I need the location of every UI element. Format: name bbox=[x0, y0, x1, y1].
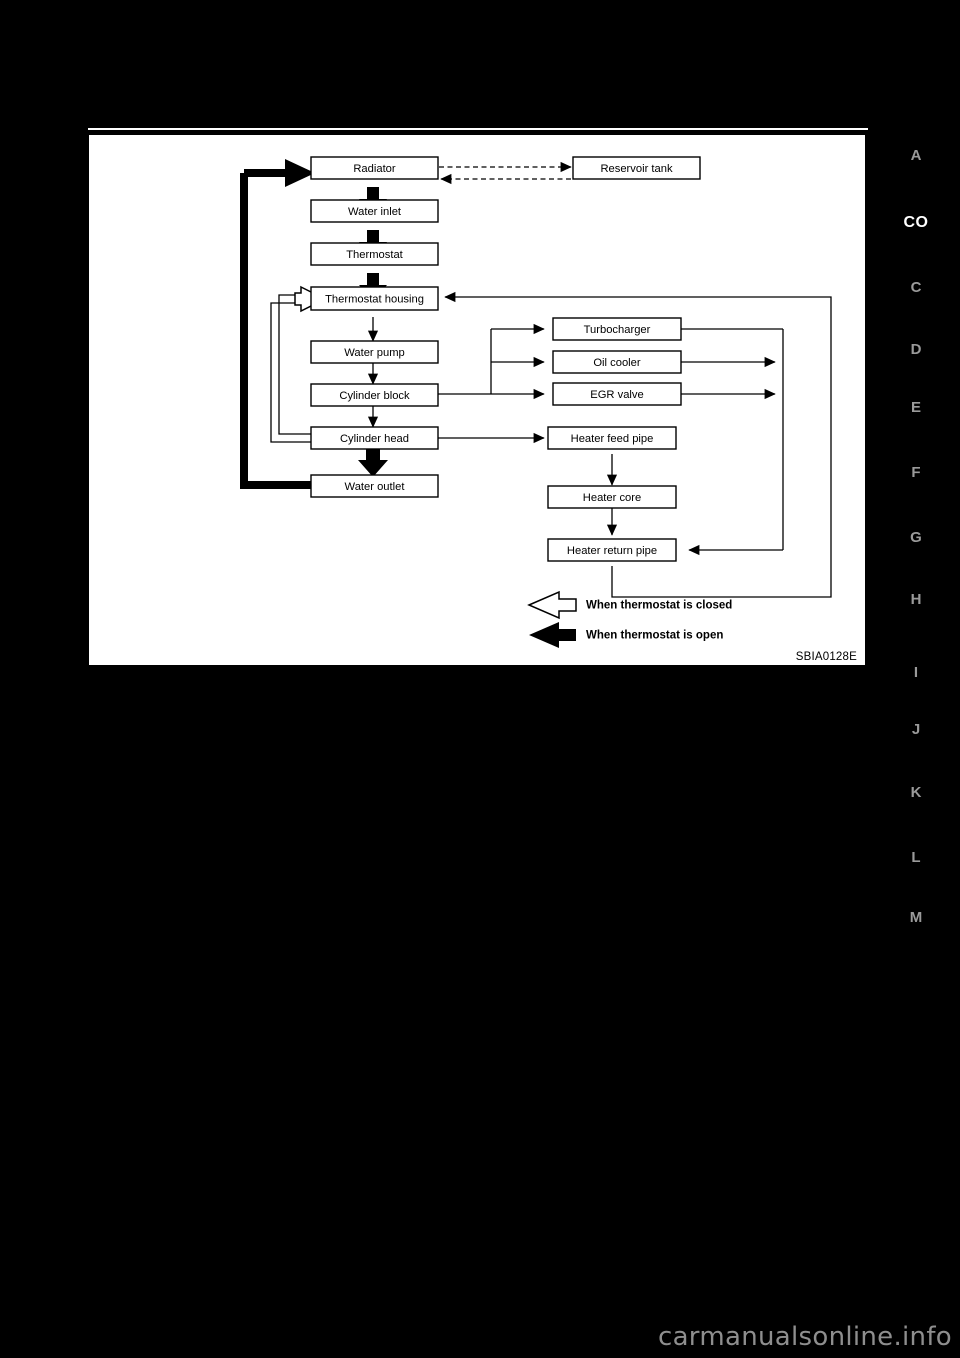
box-label-thermostat-housing: Thermostat housing bbox=[325, 293, 424, 305]
box-label-water-outlet: Water outlet bbox=[345, 481, 406, 493]
box-label-heater-return-pipe: Heater return pipe bbox=[567, 545, 657, 557]
outer-return-loop-to-housing bbox=[444, 291, 832, 598]
box-water-outlet: Water outlet bbox=[310, 474, 439, 498]
box-water-pump: Water pump bbox=[310, 340, 439, 364]
legend-label-closed: When thermostat is closed bbox=[586, 600, 732, 612]
section-index-rail: A CO C D E F G H I J K L M bbox=[880, 130, 952, 960]
arrow-cylinder-head-to-water-outlet bbox=[358, 446, 388, 477]
box-egr-valve: EGR valve bbox=[552, 382, 682, 406]
box-turbocharger: Turbocharger bbox=[552, 317, 682, 341]
box-label-egr-valve: EGR valve bbox=[590, 389, 643, 401]
box-label-thermostat: Thermostat bbox=[346, 249, 403, 261]
collector-to-heater-return bbox=[681, 328, 784, 556]
box-label-water-inlet: Water inlet bbox=[348, 206, 402, 218]
index-rail-item-d[interactable]: D bbox=[910, 341, 922, 358]
box-label-cylinder-head: Cylinder head bbox=[340, 433, 409, 445]
reservoir-dashed-connection bbox=[439, 161, 572, 185]
index-rail-item-c[interactable]: C bbox=[910, 279, 922, 296]
box-thermostat-housing: Thermostat housing bbox=[310, 286, 439, 311]
index-rail-item-k[interactable]: K bbox=[910, 784, 922, 801]
index-rail-item-f[interactable]: F bbox=[911, 464, 921, 481]
cooling-system-flow-diagram: Radiator Reservoir tank Water inlet Ther… bbox=[240, 156, 832, 648]
box-label-reservoir-tank: Reservoir tank bbox=[600, 163, 673, 175]
legend-thermostat-closed: When thermostat is closed bbox=[527, 590, 732, 620]
box-heater-core: Heater core bbox=[547, 485, 677, 509]
box-label-water-pump: Water pump bbox=[344, 347, 405, 359]
box-label-heater-core: Heater core bbox=[583, 492, 641, 504]
box-label-cylinder-block: Cylinder block bbox=[339, 390, 410, 402]
box-cylinder-block: Cylinder block bbox=[310, 383, 439, 407]
thermostat-open-flow-path bbox=[240, 159, 332, 489]
legend-label-open: When thermostat is open bbox=[586, 630, 723, 642]
legend-thermostat-open: When thermostat is open bbox=[529, 622, 723, 648]
box-heater-feed-pipe: Heater feed pipe bbox=[547, 426, 677, 450]
index-rail-item-a[interactable]: A bbox=[910, 147, 922, 164]
figure-top-rule bbox=[88, 128, 868, 133]
index-rail-item-j[interactable]: J bbox=[911, 721, 921, 738]
index-rail-item-co[interactable]: CO bbox=[903, 214, 929, 231]
index-rail-item-l[interactable]: L bbox=[911, 849, 921, 866]
box-label-oil-cooler: Oil cooler bbox=[593, 357, 641, 369]
index-rail-item-i[interactable]: I bbox=[913, 664, 919, 681]
box-oil-cooler: Oil cooler bbox=[552, 350, 682, 374]
index-rail-item-h[interactable]: H bbox=[910, 591, 922, 608]
box-label-radiator: Radiator bbox=[353, 163, 396, 175]
box-heater-return-pipe: Heater return pipe bbox=[547, 538, 677, 562]
index-rail-item-e[interactable]: E bbox=[910, 399, 921, 416]
index-rail-item-g[interactable]: G bbox=[910, 529, 922, 546]
box-label-heater-feed-pipe: Heater feed pipe bbox=[571, 433, 654, 445]
box-cylinder-head: Cylinder head bbox=[310, 426, 439, 450]
box-water-inlet: Water inlet bbox=[310, 199, 439, 223]
box-reservoir-tank: Reservoir tank bbox=[572, 156, 701, 180]
box-radiator: Radiator bbox=[310, 156, 439, 180]
index-rail-item-m[interactable]: M bbox=[909, 909, 923, 926]
figure-panel: Radiator Reservoir tank Water inlet Ther… bbox=[88, 134, 866, 666]
site-watermark: carmanualsonline.info bbox=[657, 1322, 952, 1352]
branch-cylinder-block-to-components bbox=[438, 323, 545, 400]
figure-id-code: SBIA0128E bbox=[795, 651, 857, 663]
box-label-turbocharger: Turbocharger bbox=[584, 324, 651, 336]
box-thermostat: Thermostat bbox=[310, 242, 439, 266]
